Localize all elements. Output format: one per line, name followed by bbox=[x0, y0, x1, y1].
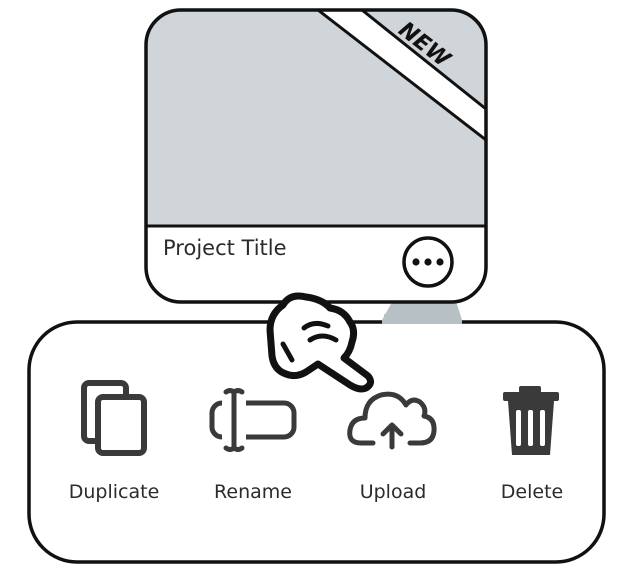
trash-icon bbox=[503, 386, 559, 455]
menu-item-upload[interactable]: Upload bbox=[347, 391, 437, 503]
menu-item-label: Duplicate bbox=[69, 481, 160, 503]
card-thumbnail: NEW bbox=[146, 10, 486, 226]
context-menu: Duplicate Rename Upload bbox=[27, 314, 606, 564]
menu-item-delete[interactable]: Delete bbox=[501, 386, 563, 503]
menu-item-label: Rename bbox=[214, 481, 292, 503]
cloud-upload-icon bbox=[347, 391, 437, 450]
ellipsis-icon bbox=[412, 258, 444, 266]
menu-item-duplicate[interactable]: Duplicate bbox=[69, 380, 160, 503]
menu-item-label: Upload bbox=[360, 481, 427, 503]
menu-item-label: Delete bbox=[501, 481, 563, 503]
duplicate-icon bbox=[81, 380, 147, 456]
rename-icon bbox=[209, 388, 297, 452]
pointing-hand-icon bbox=[266, 292, 375, 393]
project-card[interactable]: NEW Project Title bbox=[144, 8, 488, 304]
menu-item-rename[interactable]: Rename bbox=[209, 388, 297, 504]
more-options-button[interactable] bbox=[402, 236, 454, 288]
project-title: Project Title bbox=[163, 236, 287, 260]
